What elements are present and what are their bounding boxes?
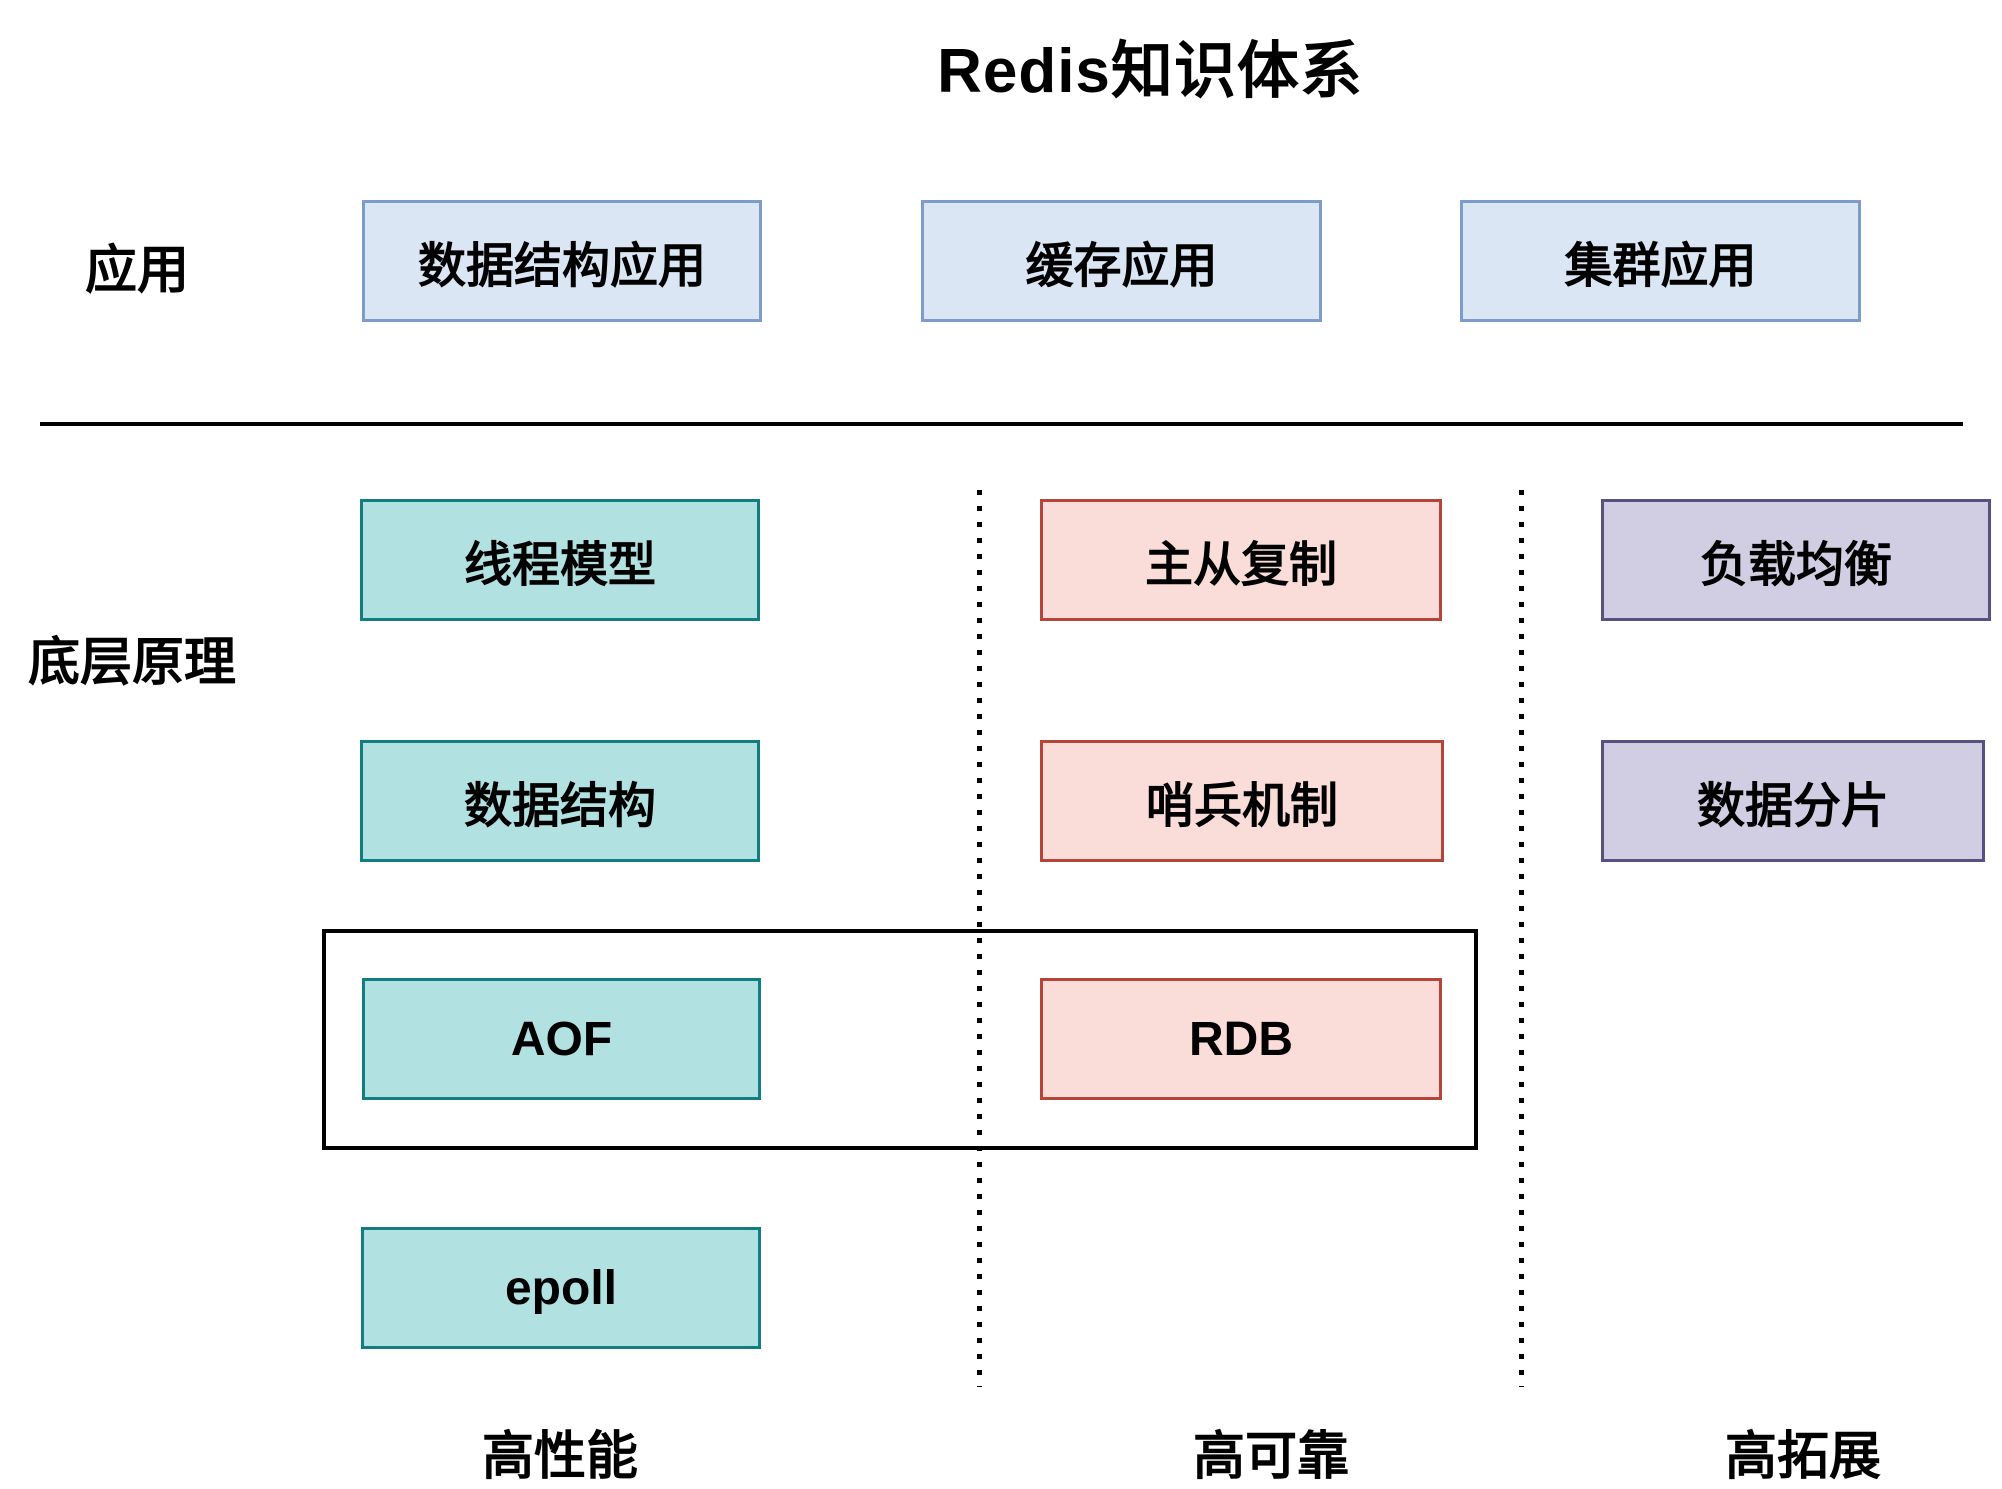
box-load-balancing: 负载均衡 <box>1601 499 1991 621</box>
box-data-structure-application: 数据结构应用 <box>362 200 762 322</box>
box-data-sharding: 数据分片 <box>1601 740 1985 862</box>
box-sentinel-mechanism: 哨兵机制 <box>1040 740 1444 862</box>
dotted-divider-1 <box>977 490 982 1387</box>
row-label-principles: 底层原理 <box>28 634 237 692</box>
box-data-structure: 数据结构 <box>360 740 760 862</box>
column-footer-high-performance: 高性能 <box>481 1428 638 1486</box>
column-footer-high-scalability: 高拓展 <box>1724 1428 1881 1486</box>
page-title: Redis知识体系 <box>937 37 1363 106</box>
box-cache-application: 缓存应用 <box>921 200 1322 322</box>
persistence-group-outline <box>322 929 1478 1150</box>
box-epoll: epoll <box>361 1227 761 1349</box>
box-rdb: RDB <box>1040 978 1442 1100</box>
column-footer-high-reliability: 高可靠 <box>1192 1428 1349 1486</box>
box-master-slave-replication: 主从复制 <box>1040 499 1442 621</box>
box-thread-model: 线程模型 <box>360 499 760 621</box>
box-aof: AOF <box>362 978 761 1100</box>
box-cluster-application: 集群应用 <box>1460 200 1861 322</box>
dotted-divider-2 <box>1519 490 1524 1387</box>
row-label-application: 应用 <box>85 242 190 300</box>
separator-line <box>40 422 1963 426</box>
